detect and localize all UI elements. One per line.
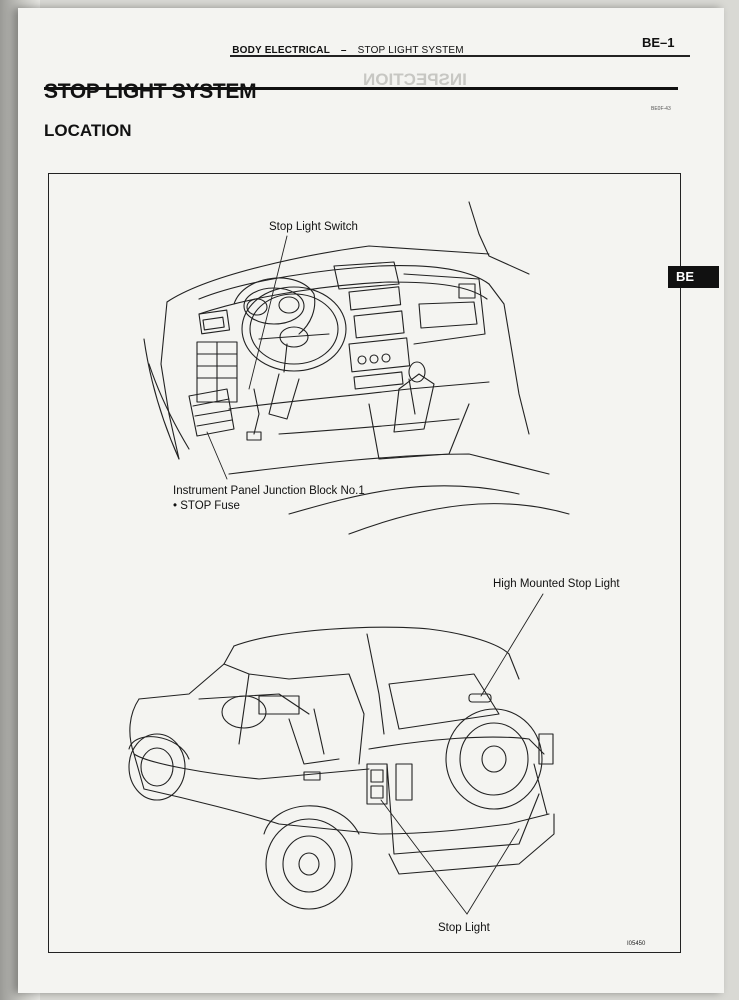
- title-rule: [44, 87, 678, 90]
- header-rule: [230, 55, 690, 57]
- dashboard-drawing: [143, 201, 570, 535]
- header-section: BODY ELECTRICAL: [232, 45, 330, 56]
- figure-number: I05450: [627, 941, 646, 947]
- manual-page: INSPECTION BODY ELECTRICAL – STOP LIGHT …: [18, 8, 724, 993]
- section-tab: BE: [668, 266, 719, 288]
- callout-junction-block: Instrument Panel Junction Block No.1: [173, 485, 365, 497]
- callout-stop-fuse: • STOP Fuse: [173, 500, 240, 512]
- callout-stop-light-switch: Stop Light Switch: [269, 221, 358, 233]
- vehicle-drawing: [128, 593, 555, 915]
- section-subtitle: LOCATION: [44, 121, 132, 140]
- header-subsection: STOP LIGHT SYSTEM: [357, 45, 464, 56]
- header-separator: –: [340, 45, 347, 56]
- vehicle-illustration: [128, 201, 570, 915]
- bleed-through-ref: BE0F-43: [651, 106, 671, 112]
- callout-high-mounted-stop-light: High Mounted Stop Light: [493, 578, 620, 590]
- location-figure: Stop Light Switch Instrument Panel Junct…: [48, 173, 681, 953]
- page-title: STOP LIGHT SYSTEM: [44, 80, 257, 103]
- running-header: BODY ELECTRICAL – STOP LIGHT SYSTEM: [218, 45, 478, 56]
- callout-stop-light: Stop Light: [438, 922, 490, 934]
- page-number: BE–1: [642, 35, 675, 50]
